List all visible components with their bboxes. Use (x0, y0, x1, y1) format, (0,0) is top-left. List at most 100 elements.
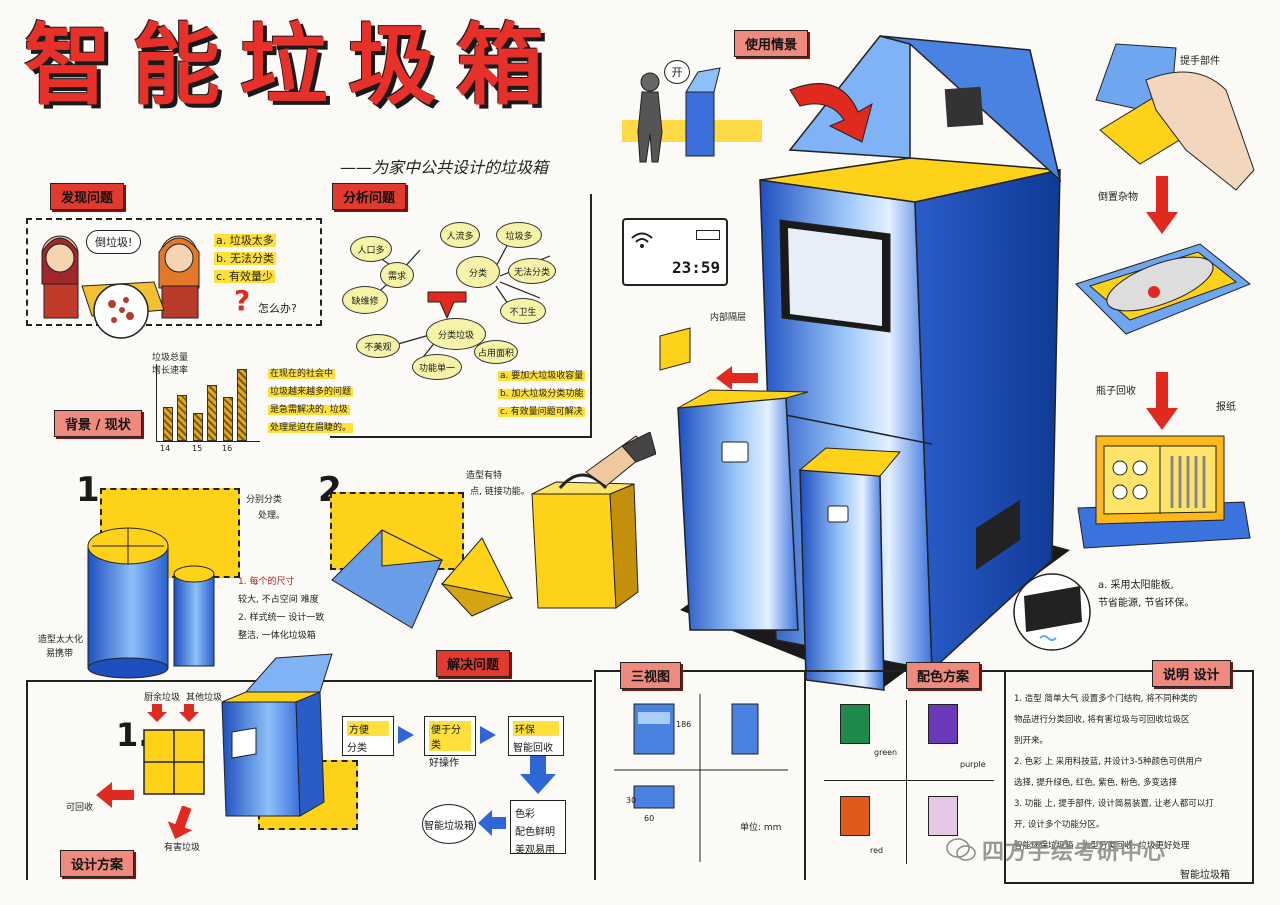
mindmap-node: 分类 (456, 256, 500, 288)
concept-note: 造型有特 (466, 471, 503, 481)
chart-bar (177, 395, 187, 441)
plan-label: 其他垃圾 (186, 693, 223, 703)
chart-bar (207, 385, 217, 441)
handle-bin-illustration (531, 432, 656, 609)
concept-note: 易携带 (46, 649, 74, 659)
concept-note: 点, 链接功能。 (470, 487, 530, 497)
concept-note: 造型太大化 (38, 635, 84, 645)
arrow-left-icon (96, 782, 134, 808)
dimension-label: 60 (644, 814, 655, 823)
smart-bin-node: 智能垃圾箱 (422, 804, 476, 844)
wifi-icon (631, 232, 653, 248)
section-tag-design-plan: 设计方案 (60, 850, 135, 877)
prism-bin-illustration (331, 529, 514, 629)
color-swatch-red (840, 796, 870, 836)
subtitle: ——为家中公共设计的垃圾箱 (340, 158, 549, 177)
problem-item: c. 有效量少 (214, 270, 276, 283)
color-swatch-green (840, 704, 870, 744)
conclusion: b. 加大垃圾分类功能 (498, 389, 586, 399)
inner-compartment-icon (659, 327, 691, 371)
mindmap-node: 人口多 (350, 236, 392, 262)
color-name: green (874, 748, 898, 757)
mindmap-node: 垃圾多 (496, 222, 542, 248)
plan-label: 可回收 (66, 803, 94, 813)
product-label: 报纸 (1216, 402, 1236, 413)
smart-display: 23:59 (622, 218, 728, 286)
pros-list: 1. 每个的尺寸 较大, 不占空间 难度 2. 样式统一 设计一致 整洁, 一体… (238, 577, 325, 641)
dimension-label: 30 (626, 796, 637, 805)
arrow-down-icon (520, 756, 556, 794)
three-view-panel (594, 670, 804, 880)
color-swatch-purple (928, 704, 958, 744)
divider (906, 700, 907, 864)
mindmap-node: 占用面积 (474, 340, 518, 364)
dimension-label: 186 (676, 720, 692, 729)
chart-label: 垃圾总量 增长速率 (152, 353, 189, 376)
question-mark: ? (234, 284, 251, 317)
mindmap-node: 不卫生 (500, 298, 546, 324)
mindmap-node: 人流多 (440, 222, 480, 248)
pour-detail-illustration (1075, 243, 1251, 335)
concept-note: 分别分类 (246, 495, 283, 505)
problem-item: a. 垃圾太多 (214, 234, 276, 247)
watermark: 四方手绘考研中心 (946, 834, 1166, 866)
conclusion: c. 有效量问题可解决 (498, 407, 585, 417)
speech-bubble: 开 (664, 60, 690, 84)
title-char: 垃 (240, 14, 329, 117)
flow-arrow-icon (480, 726, 496, 744)
product-label: a. 采用太阳能板, (1098, 580, 1174, 591)
chart-bar (223, 397, 233, 441)
three-view-drawing (614, 694, 788, 862)
mindmap-node: 需求 (380, 262, 414, 288)
product-label: 节省能源, 节省环保。 (1098, 598, 1195, 609)
flow-step: 环保智能回收 (508, 716, 564, 756)
scenario-illustration (637, 67, 721, 163)
arrow-left-icon (478, 810, 506, 836)
trash-pile-icon (93, 283, 149, 339)
mindmap-node: 无法分类 (508, 258, 556, 284)
section-tag-scenario: 使用情景 (734, 30, 809, 57)
color-scheme-panel (804, 670, 1004, 880)
flow-step: 便于分类好操作 (424, 716, 476, 769)
title-char: 智 (24, 14, 113, 117)
color-swatch-pink (928, 796, 958, 836)
background-text: 在现在的社会中 垃圾越来越多的问题 是急需解决的, 垃圾 处理是迫在眉睫的。 (268, 369, 354, 433)
conclusion: a. 要加大垃圾收容量 (498, 371, 586, 381)
concept-note: 处理。 (258, 511, 286, 521)
design-note-footer: 智能垃圾箱 (1180, 870, 1230, 881)
mindmap-node: 不美观 (356, 334, 400, 358)
design-note-text: 1. 造型 简单大气 设置多个门结构, 将不同种类的 物品进行分类回收, 将有害… (1014, 694, 1214, 851)
title-char: 圾 (348, 14, 437, 117)
unit-label: 单位: mm (740, 823, 782, 833)
speech-bubble: 倒垃圾! (86, 230, 142, 254)
plan-label: 有害垃圾 (164, 843, 201, 853)
arrow-down-icon (1146, 372, 1178, 430)
year-label: 16 (222, 444, 233, 453)
product-label: 内部隔层 (710, 313, 747, 323)
color-name: red (870, 846, 884, 855)
plan-label: 厨余垃圾 (144, 693, 181, 703)
flow-arrow-icon (398, 726, 414, 744)
section-tag-design-note: 说明 设计 (1152, 660, 1231, 687)
main-product-illustration (677, 35, 1070, 691)
year-label: 14 (160, 444, 171, 453)
section-tag-three-view: 三视图 (620, 662, 682, 689)
chart-bar (237, 369, 247, 441)
section-tag-background: 背景 / 现状 (54, 410, 142, 437)
discover-panel (26, 218, 322, 326)
color-name: purple (960, 760, 986, 769)
mindmap-node: 功能单一 (412, 354, 462, 380)
flow-step: 色彩配色鲜明美观易用 (510, 800, 566, 856)
growth-chart (156, 364, 260, 442)
compartment-diagram (143, 704, 205, 795)
concept2-backdrop (330, 492, 464, 570)
cabinet-bin-illustration (221, 653, 333, 817)
mindmap-node: 分类垃圾 (426, 318, 486, 350)
section-tag-solve: 解决问题 (436, 650, 511, 677)
mindmap-node: 缺维修 (342, 286, 388, 314)
section-tag-discover: 发现问题 (50, 183, 125, 210)
arrow-down-icon (1146, 176, 1178, 234)
year-label: 15 (192, 444, 203, 453)
people-illustration (41, 235, 200, 319)
